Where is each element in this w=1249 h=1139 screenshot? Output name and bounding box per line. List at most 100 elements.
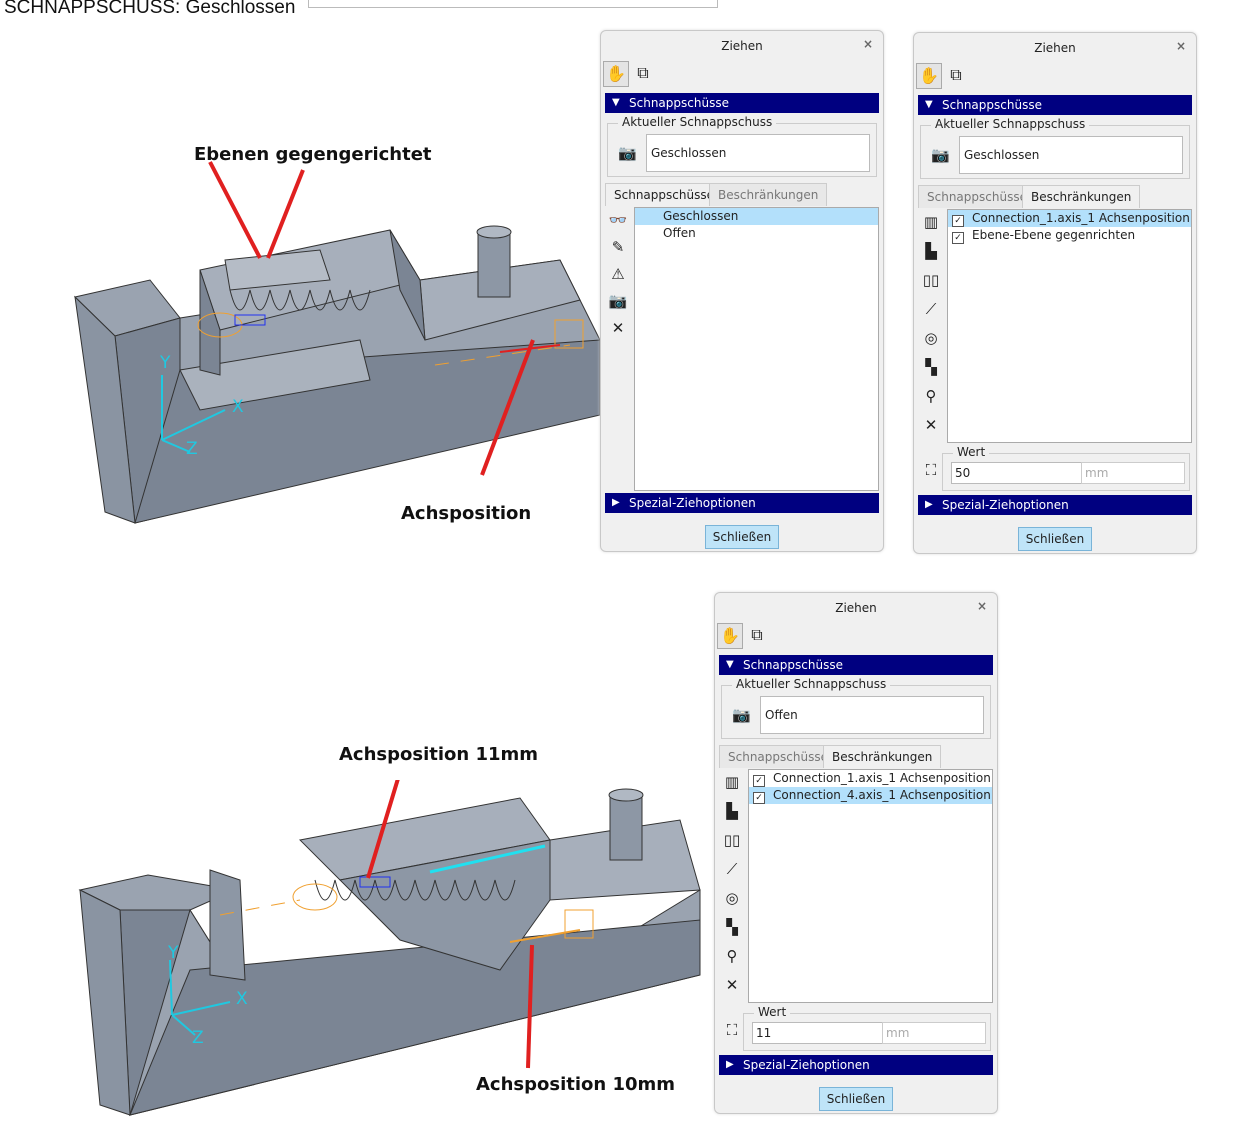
checkbox[interactable]: ✓ bbox=[952, 215, 964, 227]
angle-icon[interactable]: ⟋ bbox=[726, 860, 738, 878]
tab-constraints[interactable]: Beschränkungen bbox=[709, 183, 828, 206]
list-item[interactable]: Offen bbox=[635, 225, 878, 242]
lock-body-icon[interactable]: ▚ bbox=[726, 918, 738, 936]
connection-icon[interactable]: ⚲ bbox=[925, 387, 937, 405]
camera-copy-icon[interactable]: 📷 bbox=[608, 292, 628, 310]
section-header-special-options[interactable]: ▶ Spezial-Ziehoptionen bbox=[605, 493, 879, 513]
align-icon[interactable]: ▥ bbox=[923, 213, 939, 231]
dialog-title: Ziehen bbox=[1034, 41, 1076, 55]
parallel-icon[interactable]: ▯▯ bbox=[723, 831, 741, 849]
pencil-icon[interactable]: ✎ bbox=[611, 238, 625, 256]
expand-triangle-icon: ▶ bbox=[726, 1059, 734, 1070]
close-icon[interactable]: × bbox=[862, 37, 873, 51]
snapshot-drag-icon[interactable]: ⧉ bbox=[950, 65, 962, 84]
model-view-top[interactable]: Y X Z bbox=[60, 140, 600, 540]
delete-icon[interactable]: ✕ bbox=[725, 976, 739, 994]
section-label: Schnappschüsse bbox=[942, 98, 1042, 112]
tab-constraints[interactable]: Beschränkungen bbox=[1022, 185, 1141, 208]
drag-hand-icon[interactable]: ✋ bbox=[603, 61, 629, 87]
checkbox[interactable]: ✓ bbox=[753, 792, 765, 804]
value-label: Wert bbox=[754, 1005, 791, 1019]
annotation-axis: Achsposition bbox=[401, 503, 532, 524]
checkbox[interactable]: ✓ bbox=[753, 775, 765, 787]
connection-icon[interactable]: ⚲ bbox=[726, 947, 738, 965]
close-button[interactable]: Schließen bbox=[1018, 527, 1092, 551]
unit-field: mm bbox=[1081, 462, 1185, 484]
close-icon[interactable]: × bbox=[976, 599, 987, 613]
glasses-icon[interactable]: 👓 bbox=[608, 211, 628, 229]
section-label: Schnappschüsse bbox=[629, 96, 729, 110]
section-header-snapshots[interactable]: ▼Schnappschüsse bbox=[719, 655, 993, 675]
annotation-arrow bbox=[480, 339, 535, 476]
value-icon: ⛶ bbox=[925, 461, 937, 479]
section-header-special-options[interactable]: ▶Spezial-Ziehoptionen bbox=[918, 495, 1192, 515]
mate-icon[interactable]: ▙ bbox=[726, 802, 738, 820]
tab-constraints[interactable]: Beschränkungen bbox=[823, 745, 942, 768]
annotation-arrow bbox=[266, 169, 305, 259]
tab-snapshots[interactable]: Schnappschüsse bbox=[918, 185, 1036, 208]
tab-snapshots[interactable]: Schnappschüsse bbox=[605, 183, 723, 206]
current-snapshot-input[interactable]: Geschlossen bbox=[646, 134, 870, 172]
axis-y-label: Y bbox=[167, 943, 179, 963]
snapshot-drag-icon[interactable]: ⧉ bbox=[637, 63, 649, 82]
current-snapshot-label: Aktueller Schnappschuss bbox=[931, 117, 1090, 131]
checkbox[interactable]: ✓ bbox=[952, 232, 964, 244]
model-view-bottom[interactable]: Y X Z bbox=[70, 780, 710, 1130]
parallel-icon[interactable]: ▯▯ bbox=[922, 271, 940, 289]
orient-icon[interactable]: ◎ bbox=[725, 889, 739, 907]
list-item[interactable]: ✓Connection_4.axis_1 Achsenposition bbox=[749, 787, 992, 804]
list-item[interactable]: ✓ Connection_1.axis_1 Achsenposition bbox=[948, 210, 1191, 227]
list-item-label: Connection_1.axis_1 Achsenposition bbox=[773, 771, 991, 785]
collapse-triangle-icon: ▼ bbox=[925, 99, 933, 110]
constraint-list[interactable]: ✓ Connection_1.axis_1 Achsenposition ✓ Eben… bbox=[947, 209, 1192, 443]
current-snapshot-input[interactable]: Geschlossen bbox=[959, 136, 1183, 174]
align-icon[interactable]: ▥ bbox=[724, 773, 740, 791]
current-snapshot-group: Aktueller Schnappschuss📷Geschlossen bbox=[607, 115, 877, 177]
list-item-label: Connection_1.axis_1 Achsenposition bbox=[972, 211, 1190, 225]
list-item[interactable]: ✓ Ebene-Ebene gegenrichten bbox=[948, 227, 1191, 244]
axis-x-label: X bbox=[232, 397, 244, 417]
lock-body-icon[interactable]: ▚ bbox=[925, 358, 937, 376]
list-item[interactable]: ✓ Connection_1.axis_1 Achsenposition bbox=[749, 770, 992, 787]
constraint-list[interactable]: ✓ Connection_1.axis_1 Achsenposition ✓Conn… bbox=[748, 769, 993, 1003]
axis-z-label: Z bbox=[192, 1028, 204, 1048]
tab-snapshots[interactable]: Schnappschüsse bbox=[719, 745, 837, 768]
drag-hand-icon[interactable]: ✋ bbox=[916, 63, 942, 89]
section-header-special-options[interactable]: ▶ Spezial-Ziehoptionen bbox=[719, 1055, 993, 1075]
angle-icon[interactable]: ⟋ bbox=[925, 300, 937, 318]
expand-triangle-icon: ▶ bbox=[612, 497, 620, 508]
section-header-snapshots[interactable]: ▼Schnappschüsse bbox=[605, 93, 879, 113]
axis-z-label: Z bbox=[186, 439, 198, 459]
section-label: Spezial-Ziehoptionen bbox=[629, 496, 756, 510]
snapshot-drag-icon[interactable]: ⧉ bbox=[751, 625, 763, 644]
section-label: Spezial-Ziehoptionen bbox=[743, 1058, 870, 1072]
current-snapshot-input[interactable]: Offen bbox=[760, 696, 984, 734]
drag-hand-icon[interactable]: ✋ bbox=[717, 623, 743, 649]
warning-add-icon[interactable]: ⚠ bbox=[611, 265, 625, 283]
current-snapshot-group: Aktueller Schnappschuss 📷 Offen bbox=[721, 677, 991, 739]
section-header-snapshots[interactable]: ▼ Schnappschüsse bbox=[918, 95, 1192, 115]
close-button[interactable]: Schließen bbox=[819, 1087, 893, 1111]
close-button[interactable]: Schließen bbox=[705, 525, 779, 549]
list-item-label: Geschlossen bbox=[663, 209, 739, 223]
value-input[interactable]: 11 bbox=[752, 1022, 883, 1044]
current-snapshot-group: Aktueller Schnappschuss📷Geschlossen bbox=[920, 117, 1190, 179]
value-input[interactable]: 50 bbox=[951, 462, 1082, 484]
mate-icon[interactable]: ▙ bbox=[925, 242, 937, 260]
list-item-label: Ebene-Ebene gegenrichten bbox=[972, 228, 1136, 242]
current-snapshot-label: Aktueller Schnappschuss bbox=[732, 677, 891, 691]
unit-field: mm bbox=[882, 1022, 986, 1044]
delete-icon[interactable]: ✕ bbox=[924, 416, 938, 434]
section-label: Spezial-Ziehoptionen bbox=[942, 498, 1069, 512]
camera-icon: 📷 bbox=[732, 706, 751, 724]
delete-icon[interactable]: ✕ bbox=[611, 319, 625, 337]
value-icon: ⛶ bbox=[726, 1021, 738, 1039]
close-icon[interactable]: × bbox=[1175, 39, 1186, 53]
list-item[interactable]: Geschlossen bbox=[635, 208, 878, 225]
orient-icon[interactable]: ◎ bbox=[924, 329, 938, 347]
